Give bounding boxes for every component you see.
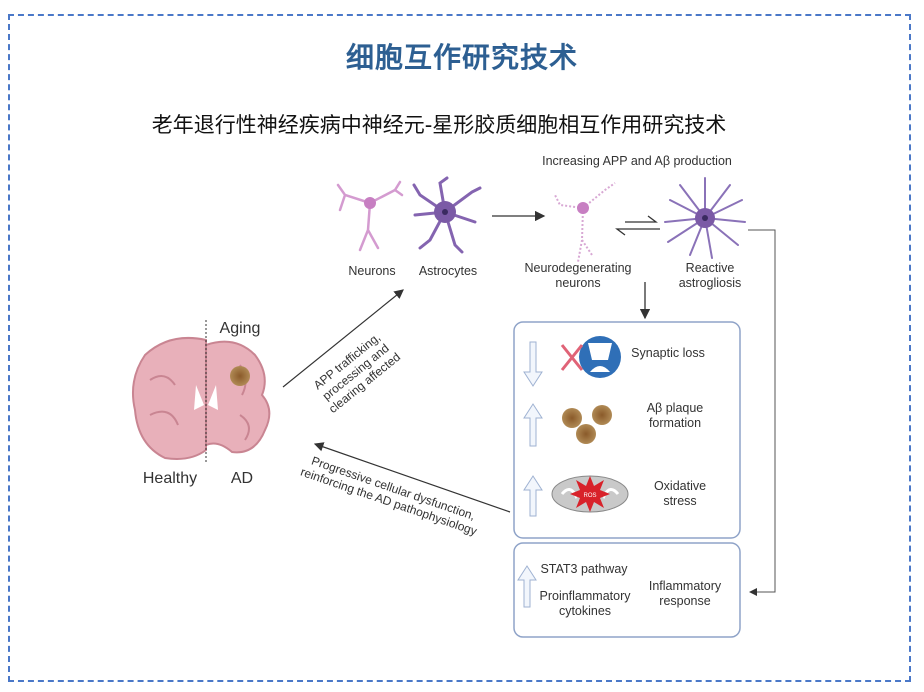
reactive-label-2: astrogliosis [679, 276, 742, 290]
effects-box [513, 321, 741, 539]
arrow-to-inflammation [748, 229, 776, 596]
reactive-astrocyte-icon [664, 177, 746, 259]
slide-title: 细胞互作研究技术 [345, 41, 578, 74]
inflammatory-label-1: Inflammatory [649, 579, 722, 593]
arrow-to-cells [282, 289, 404, 388]
effect-label-3b: stress [663, 494, 696, 508]
effect-label-3a: Oxidative [654, 479, 706, 493]
ad-label: AD [231, 470, 253, 487]
slide-subtitle: 老年退行性神经疾病中神经元-星形胶质细胞相互作用研究技术 [151, 113, 727, 137]
cytokines-label-2: cytokines [559, 604, 611, 618]
increase-arrow-icon [517, 565, 537, 608]
inflammatory-label-2: response [659, 594, 710, 608]
mitochondria-ros-icon: ROS [551, 475, 629, 513]
reactive-label-1: Reactive [686, 261, 735, 275]
amyloid-plaque-icon [562, 405, 612, 444]
progressive-dysfunction-text: Progressive cellular dysfunction, reinfo… [299, 454, 479, 539]
neurons-label: Neurons [348, 264, 395, 278]
effect-label-2b: formation [649, 416, 701, 430]
ros-badge: ROS [583, 493, 596, 499]
synapse-icon [560, 336, 621, 378]
app-trafficking-text: APP trafficking, processing and clearing… [311, 330, 403, 416]
slide-frame [8, 14, 911, 682]
healthy-label: Healthy [143, 470, 197, 487]
equilibrium-arrows-icon [615, 215, 660, 236]
neurodegenerating-label-1: Neurodegenerating [524, 261, 631, 275]
increase-arrow-icon [523, 475, 543, 517]
aging-label: Aging [220, 320, 261, 337]
decrease-arrow-icon [523, 341, 543, 387]
astrocytes-label: Astrocytes [419, 264, 477, 278]
increase-arrow-icon [523, 403, 543, 447]
neuron-icon [336, 180, 404, 252]
cytokines-label-1: Proinflammatory [540, 589, 632, 603]
brain-section-icon [132, 336, 271, 460]
effect-label-2a: Aβ plaque [647, 401, 704, 415]
neurodegenerating-label-2: neurons [555, 276, 600, 290]
arrow-to-brain [313, 442, 511, 513]
effect-label-1: Synaptic loss [631, 346, 705, 360]
stat3-label: STAT3 pathway [540, 562, 628, 576]
top-caption: Increasing APP and Aβ production [542, 154, 732, 168]
astrocyte-icon [412, 176, 482, 254]
inflammation-box [513, 542, 741, 638]
degenerating-neuron-icon [554, 182, 616, 263]
